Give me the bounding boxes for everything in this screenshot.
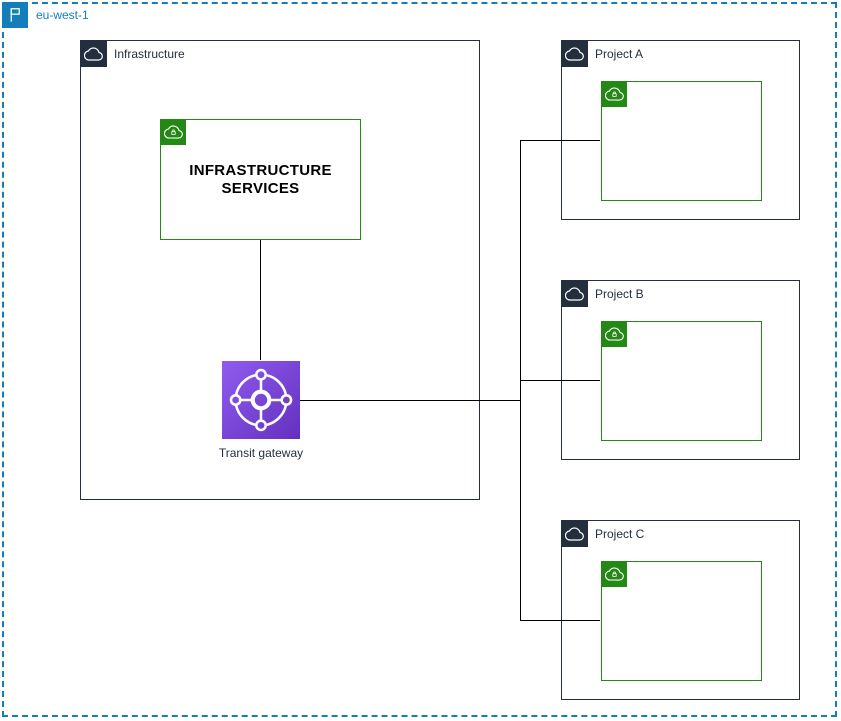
cloud-icon bbox=[561, 40, 588, 67]
cloud-icon bbox=[80, 40, 107, 67]
project-c-vpc[interactable] bbox=[601, 561, 762, 681]
project-c-group[interactable]: Project C bbox=[561, 520, 800, 700]
flag-icon[interactable] bbox=[2, 2, 28, 28]
connector-transit-gateway-to-trunk bbox=[300, 400, 520, 401]
cloud-lock-icon bbox=[601, 321, 627, 347]
transit-gateway-icon[interactable] bbox=[222, 360, 300, 440]
cloud-icon bbox=[561, 520, 588, 547]
cloud-lock-icon bbox=[601, 561, 627, 587]
cloud-lock-icon bbox=[601, 81, 627, 107]
connector-services-to-transit-gateway bbox=[260, 240, 261, 360]
region-label: eu-west-1 bbox=[36, 8, 89, 22]
cloud-lock-icon bbox=[160, 119, 186, 145]
connector-branch-project-a bbox=[520, 140, 600, 141]
project-b-label: Project B bbox=[595, 287, 644, 301]
project-a-label: Project A bbox=[595, 47, 644, 61]
project-a-group[interactable]: Project A bbox=[561, 40, 800, 220]
project-b-group[interactable]: Project B bbox=[561, 280, 800, 460]
infrastructure-services-label: INFRASTRUCTURE SERVICES bbox=[189, 161, 332, 197]
cloud-icon bbox=[561, 280, 588, 307]
transit-gateway-label: Transit gateway bbox=[218, 446, 304, 460]
infrastructure-label: Infrastructure bbox=[114, 47, 185, 61]
connector-branch-project-b bbox=[520, 380, 600, 381]
connector-branch-project-c bbox=[520, 620, 600, 621]
project-c-label: Project C bbox=[595, 527, 645, 541]
project-b-vpc[interactable] bbox=[601, 321, 762, 441]
project-a-vpc[interactable] bbox=[601, 81, 762, 201]
infrastructure-services-vpc[interactable]: INFRASTRUCTURE SERVICES bbox=[160, 119, 361, 240]
